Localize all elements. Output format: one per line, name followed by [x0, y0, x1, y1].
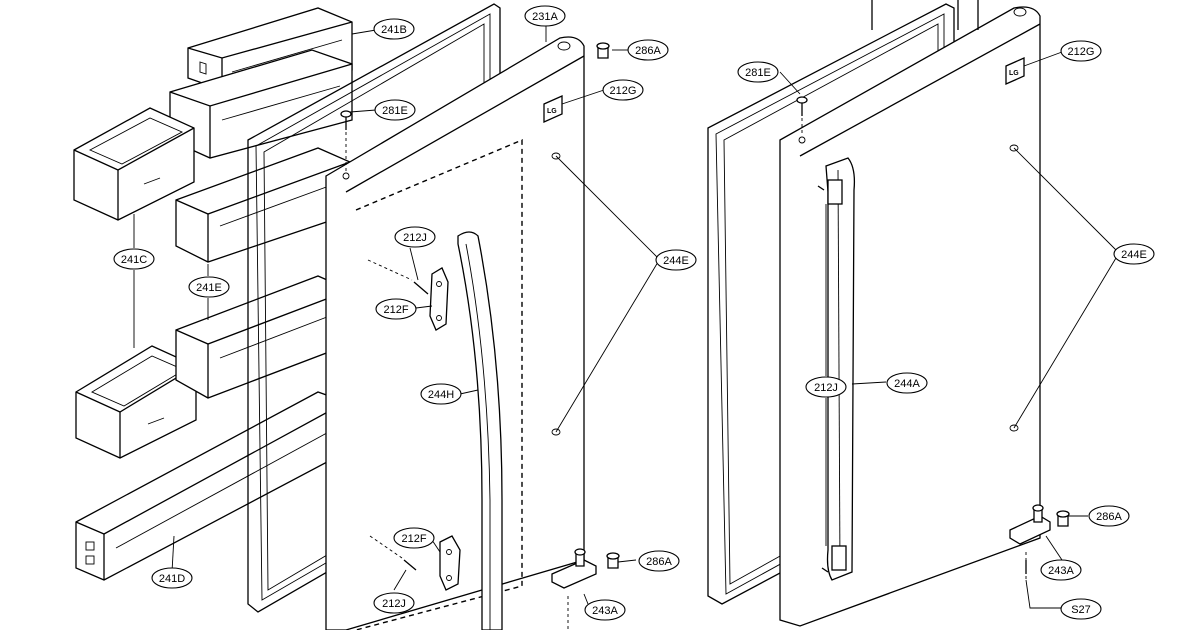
callout-286a-top: 286A: [627, 39, 669, 61]
door-handle-244h: [457, 231, 503, 630]
callout-286a-mid: 286A: [638, 550, 680, 572]
svg-text:243A: 243A: [592, 605, 618, 617]
callout-241c: 241C: [113, 248, 155, 270]
svg-text:212F: 212F: [383, 304, 408, 316]
callout-244h: 244H: [420, 383, 462, 405]
svg-text:212G: 212G: [1068, 46, 1095, 58]
cap-286a-top: [596, 42, 610, 59]
callout-243a-right: 243A: [1040, 559, 1082, 581]
screw-212j-lower: [369, 535, 417, 571]
svg-text:286A: 286A: [635, 45, 661, 57]
svg-text:LG: LG: [547, 108, 557, 115]
callout-241b: 241B: [373, 18, 415, 40]
svg-text:241B: 241B: [381, 24, 407, 36]
callout-281e-right: 281E: [737, 61, 779, 83]
screw-281e-left: [340, 110, 352, 172]
svg-text:241E: 241E: [196, 282, 222, 294]
callout-241d: 241D: [151, 567, 193, 589]
callout-243a-left: 243A: [584, 599, 626, 621]
handle-bracket-upper: [429, 267, 449, 331]
callout-231a: 231A: [524, 5, 566, 27]
door-handle-244a: [817, 157, 856, 581]
svg-text:212G: 212G: [610, 85, 637, 97]
svg-text:212J: 212J: [814, 382, 838, 394]
svg-text:243A: 243A: [1048, 565, 1074, 577]
door-bin-241c-lower: [75, 345, 197, 459]
svg-text:241D: 241D: [159, 573, 185, 585]
callout-s27: S27: [1060, 598, 1102, 620]
svg-text:244E: 244E: [663, 255, 689, 267]
lg-logo-left: LG: [543, 94, 563, 124]
callout-212j-upper: 212J: [394, 226, 436, 248]
callout-244e-right: 244E: [1113, 243, 1155, 265]
svg-text:231A: 231A: [532, 11, 558, 23]
callout-286a-right: 286A: [1088, 505, 1130, 527]
callout-212g-right: 212G: [1060, 40, 1102, 62]
lg-logo-right: LG: [1005, 56, 1025, 86]
svg-text:212F: 212F: [401, 533, 426, 545]
callout-212g-left: 212G: [602, 79, 644, 101]
callout-212f-upper: 212F: [375, 298, 417, 320]
door-bin-241e-upper: [175, 147, 351, 263]
svg-text:S27: S27: [1071, 604, 1091, 616]
callout-241e: 241E: [188, 276, 230, 298]
svg-text:212J: 212J: [403, 232, 427, 244]
callout-244a: 244A: [886, 372, 928, 394]
door-bin-241b: [169, 7, 353, 159]
screw-281e-right: [796, 96, 808, 136]
callout-212j-right: 212J: [805, 376, 847, 398]
svg-text:LG: LG: [1009, 70, 1019, 77]
handle-bracket-lower: [439, 535, 461, 591]
callout-212f-lower: 212F: [393, 527, 435, 549]
door-bin-241c-upper: [73, 107, 195, 221]
svg-text:281E: 281E: [382, 105, 408, 117]
hinge-243a-left: [551, 548, 620, 630]
svg-text:281E: 281E: [745, 67, 771, 79]
door-bin-241d: [75, 391, 347, 581]
callout-281e-left: 281E: [374, 99, 416, 121]
door-panel-right: [779, 0, 1041, 627]
svg-text:286A: 286A: [1096, 511, 1122, 523]
hinge-243a-right: [1009, 504, 1070, 580]
svg-text:286A: 286A: [646, 556, 672, 568]
door-panel-left: [325, 36, 585, 630]
svg-text:244E: 244E: [1121, 249, 1147, 261]
svg-text:244A: 244A: [894, 378, 920, 390]
callout-212j-lower: 212J: [373, 592, 415, 614]
svg-text:212J: 212J: [382, 598, 406, 610]
svg-text:244H: 244H: [428, 389, 454, 401]
leader-lines: [133, 26, 1117, 609]
callout-244e-left: 244E: [655, 249, 697, 271]
screw-212j-upper: [367, 259, 429, 295]
svg-text:241C: 241C: [121, 254, 147, 266]
